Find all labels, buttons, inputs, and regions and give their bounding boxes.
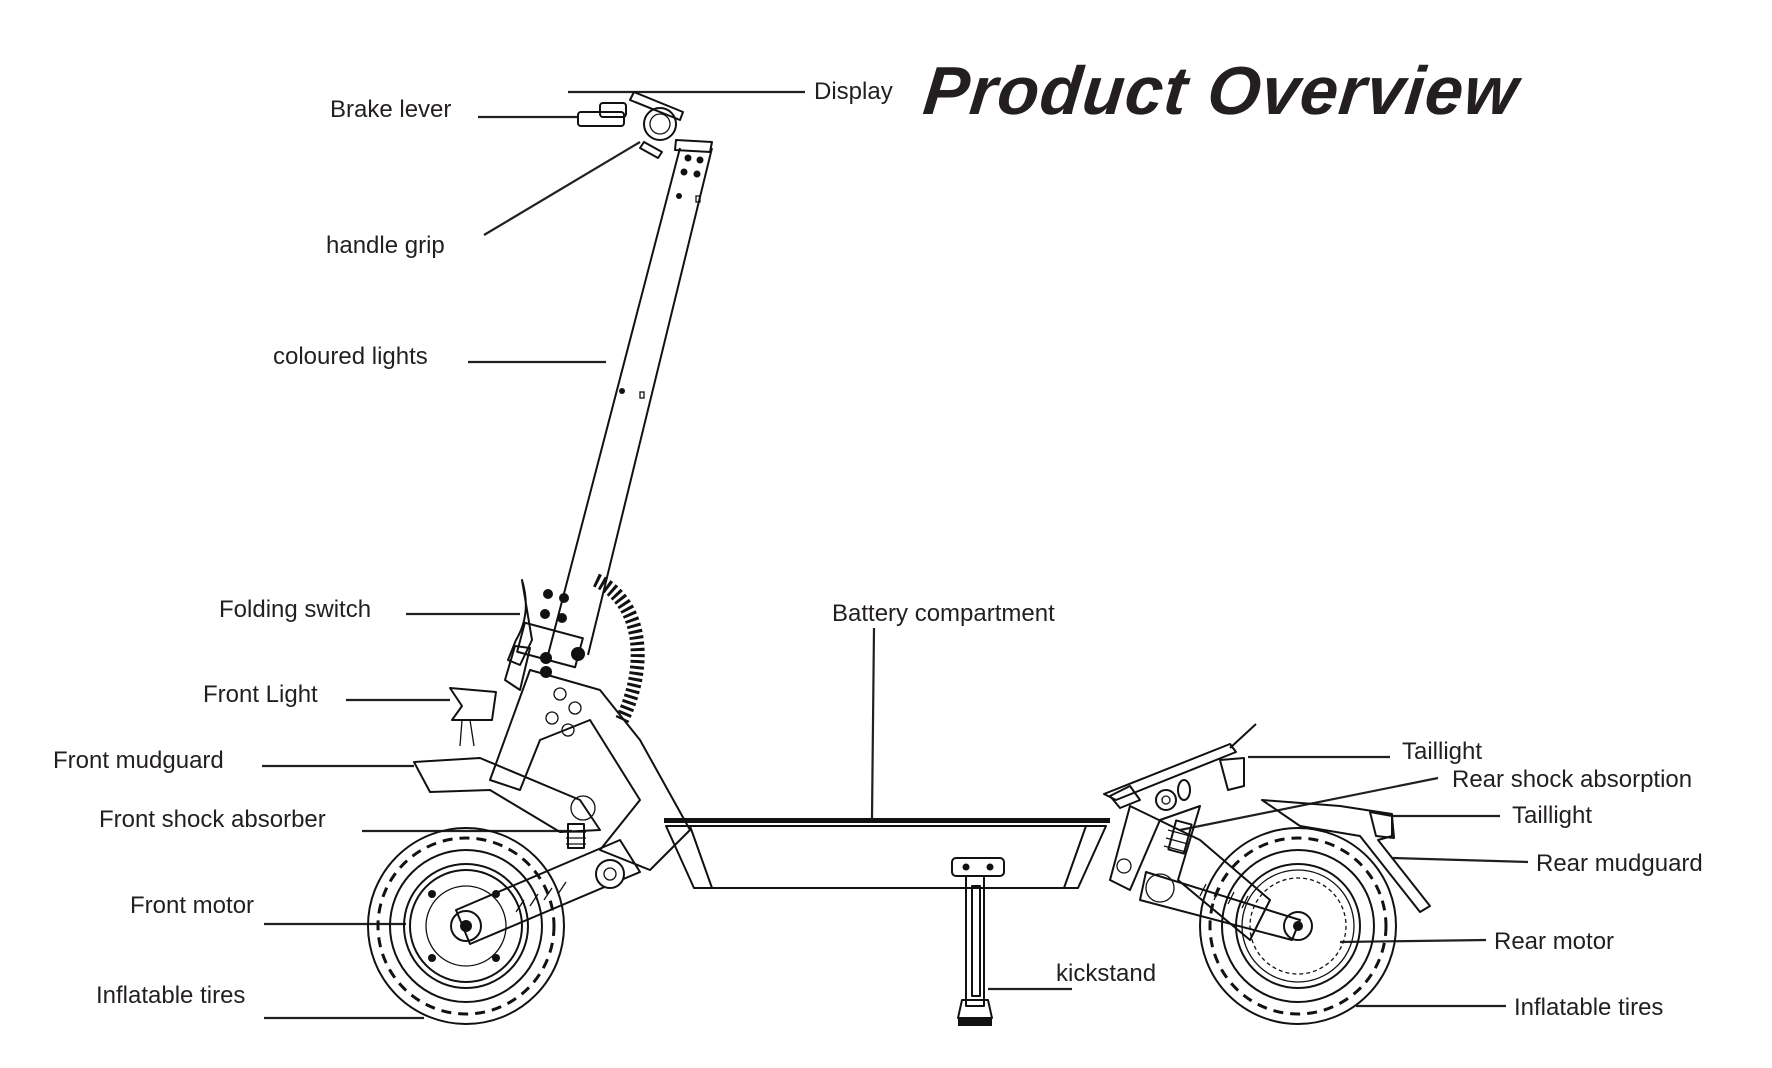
- rear-tire-part: [1199, 827, 1397, 1025]
- label-kickstand: kickstand: [1056, 960, 1157, 987]
- leader-battery: [870, 627, 876, 819]
- front-fork: [489, 645, 691, 871]
- label-front-mudguard: Front mudguard: [53, 747, 224, 774]
- label-coloured-lights: coloured lights: [273, 343, 428, 370]
- label-front-shock-absorber: Front shock absorber: [99, 806, 326, 833]
- label-front-light: Front Light: [203, 681, 318, 708]
- label-handle-grip: handle grip: [326, 232, 445, 259]
- label-front-motor: Front motor: [130, 892, 255, 919]
- handlebar-assembly: [577, 91, 713, 159]
- label-rear-shock-absorption: Rear shock absorption: [1452, 766, 1693, 793]
- front-wheel: [367, 827, 641, 1025]
- leader-rear-mudguard: [1392, 856, 1529, 864]
- label-rear-inflatable-tires: Inflatable tires: [1514, 994, 1664, 1021]
- label-battery-compartment: Battery compartment: [832, 600, 1055, 627]
- rear-shock-part: [1163, 819, 1193, 855]
- coiled-cable: [592, 573, 645, 723]
- leader-handle-grip: [483, 141, 641, 236]
- label-display: Display: [814, 78, 893, 105]
- display-part: [629, 91, 684, 121]
- front-tire-part: [367, 827, 565, 1025]
- label-taillight-upper: Taillight: [1402, 738, 1483, 765]
- rear-frame: [1103, 723, 1431, 941]
- handle-grip-part: [643, 107, 677, 141]
- folding-switch-part: [507, 579, 533, 666]
- label-taillight-lower: Taillight: [1512, 802, 1593, 829]
- label-folding-switch: Folding switch: [219, 596, 372, 623]
- label-rear-mudguard: Rear mudguard: [1536, 850, 1703, 877]
- rear-taillight-upper-part: [1219, 757, 1245, 791]
- label-rear-motor: Rear motor: [1494, 928, 1615, 955]
- front-light-part: [449, 687, 497, 721]
- rear-mudguard-part: [1261, 799, 1431, 913]
- folding-mechanism: [507, 579, 585, 678]
- kickstand-part: [951, 857, 1005, 1026]
- front-motor-part: [403, 863, 529, 989]
- stem-tube: [547, 147, 713, 656]
- rear-wheel: [1139, 827, 1397, 1025]
- battery-compartment-part: [665, 825, 1107, 889]
- front-shock-part: [566, 823, 586, 849]
- leader-rear-motor: [1339, 938, 1487, 944]
- label-brake-lever: Brake lever: [330, 96, 452, 123]
- deck-battery: [664, 818, 1110, 889]
- front-mudguard-part: [413, 757, 601, 833]
- label-front-inflatable-tires: Inflatable tires: [96, 982, 246, 1009]
- rear-taillight-lower-part: [1369, 811, 1395, 839]
